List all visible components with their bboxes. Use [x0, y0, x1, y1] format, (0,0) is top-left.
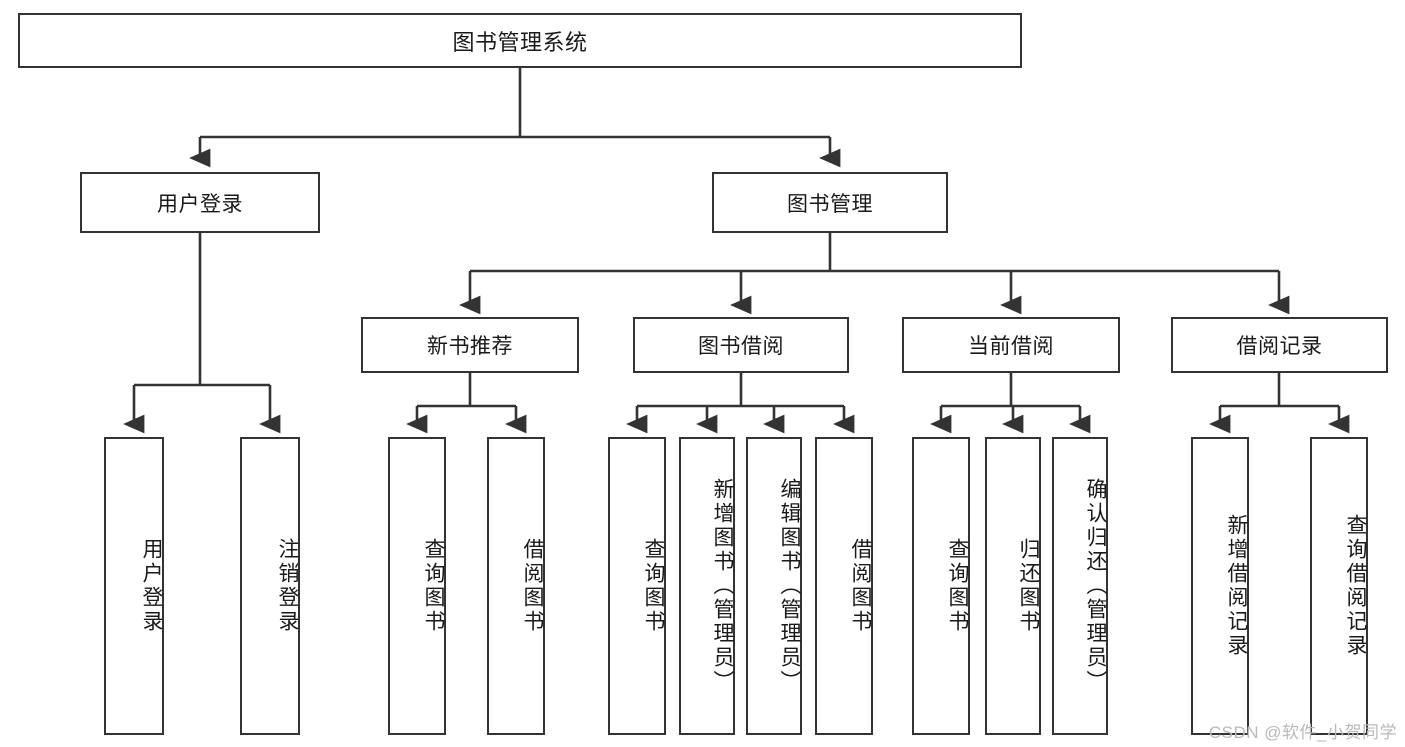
node-label: 图书管理系统	[452, 29, 588, 55]
leaf-edit-book-admin[interactable]: 编辑图书（管理员）	[746, 437, 802, 735]
node-label: 用户登录	[157, 192, 243, 216]
node-label: 借阅图书	[849, 538, 872, 634]
leaf-confirm-return-admin[interactable]: 确认归还（管理员）	[1052, 437, 1108, 735]
node-book-management[interactable]: 图书管理	[712, 172, 948, 233]
node-label: 归还图书	[1017, 538, 1040, 634]
leaf-query-books-current[interactable]: 查询图书	[912, 437, 970, 735]
node-label: 确认归还（管理员）	[1084, 478, 1107, 694]
leaf-return-books[interactable]: 归还图书	[985, 437, 1041, 735]
node-label: 新增图书（管理员）	[711, 478, 734, 694]
node-label: 图书借阅	[698, 335, 784, 358]
node-book-borrow[interactable]: 图书借阅	[633, 317, 849, 373]
node-new-book-recommend[interactable]: 新书推荐	[361, 317, 579, 373]
node-label: 当前借阅	[968, 335, 1054, 358]
leaf-query-books-recommend[interactable]: 查询图书	[388, 437, 446, 735]
leaf-user-login[interactable]: 用户登录	[104, 437, 164, 735]
leaf-query-borrow-record[interactable]: 查询借阅记录	[1310, 437, 1368, 735]
leaf-query-books-borrow[interactable]: 查询图书	[608, 437, 666, 735]
leaf-borrow-books-recommend[interactable]: 借阅图书	[487, 437, 545, 735]
node-current-borrow[interactable]: 当前借阅	[902, 317, 1120, 373]
node-label: 编辑图书（管理员）	[778, 478, 801, 694]
node-root-system[interactable]: 图书管理系统	[18, 13, 1022, 68]
node-label: 借阅记录	[1236, 335, 1323, 358]
leaf-logout[interactable]: 注销登录	[240, 437, 300, 735]
node-label: 图书管理	[787, 192, 873, 216]
watermark-text: CSDN @软件_小贺同学	[1208, 723, 1397, 742]
node-label: 借阅图书	[521, 538, 544, 634]
leaf-borrow-books[interactable]: 借阅图书	[815, 437, 873, 735]
leaf-add-borrow-record[interactable]: 新增借阅记录	[1191, 437, 1249, 735]
node-label: 查询借阅记录	[1344, 514, 1367, 658]
node-label: 查询图书	[946, 538, 969, 634]
node-label: 新书推荐	[427, 335, 513, 358]
node-label: 查询图书	[642, 538, 665, 634]
node-label: 新增借阅记录	[1225, 514, 1248, 658]
node-user-login[interactable]: 用户登录	[80, 172, 320, 233]
leaf-add-book-admin[interactable]: 新增图书（管理员）	[679, 437, 735, 735]
node-borrow-records[interactable]: 借阅记录	[1171, 317, 1388, 373]
node-label: 查询图书	[422, 538, 445, 634]
node-label: 注销登录	[276, 538, 299, 634]
node-label: 用户登录	[140, 538, 163, 634]
